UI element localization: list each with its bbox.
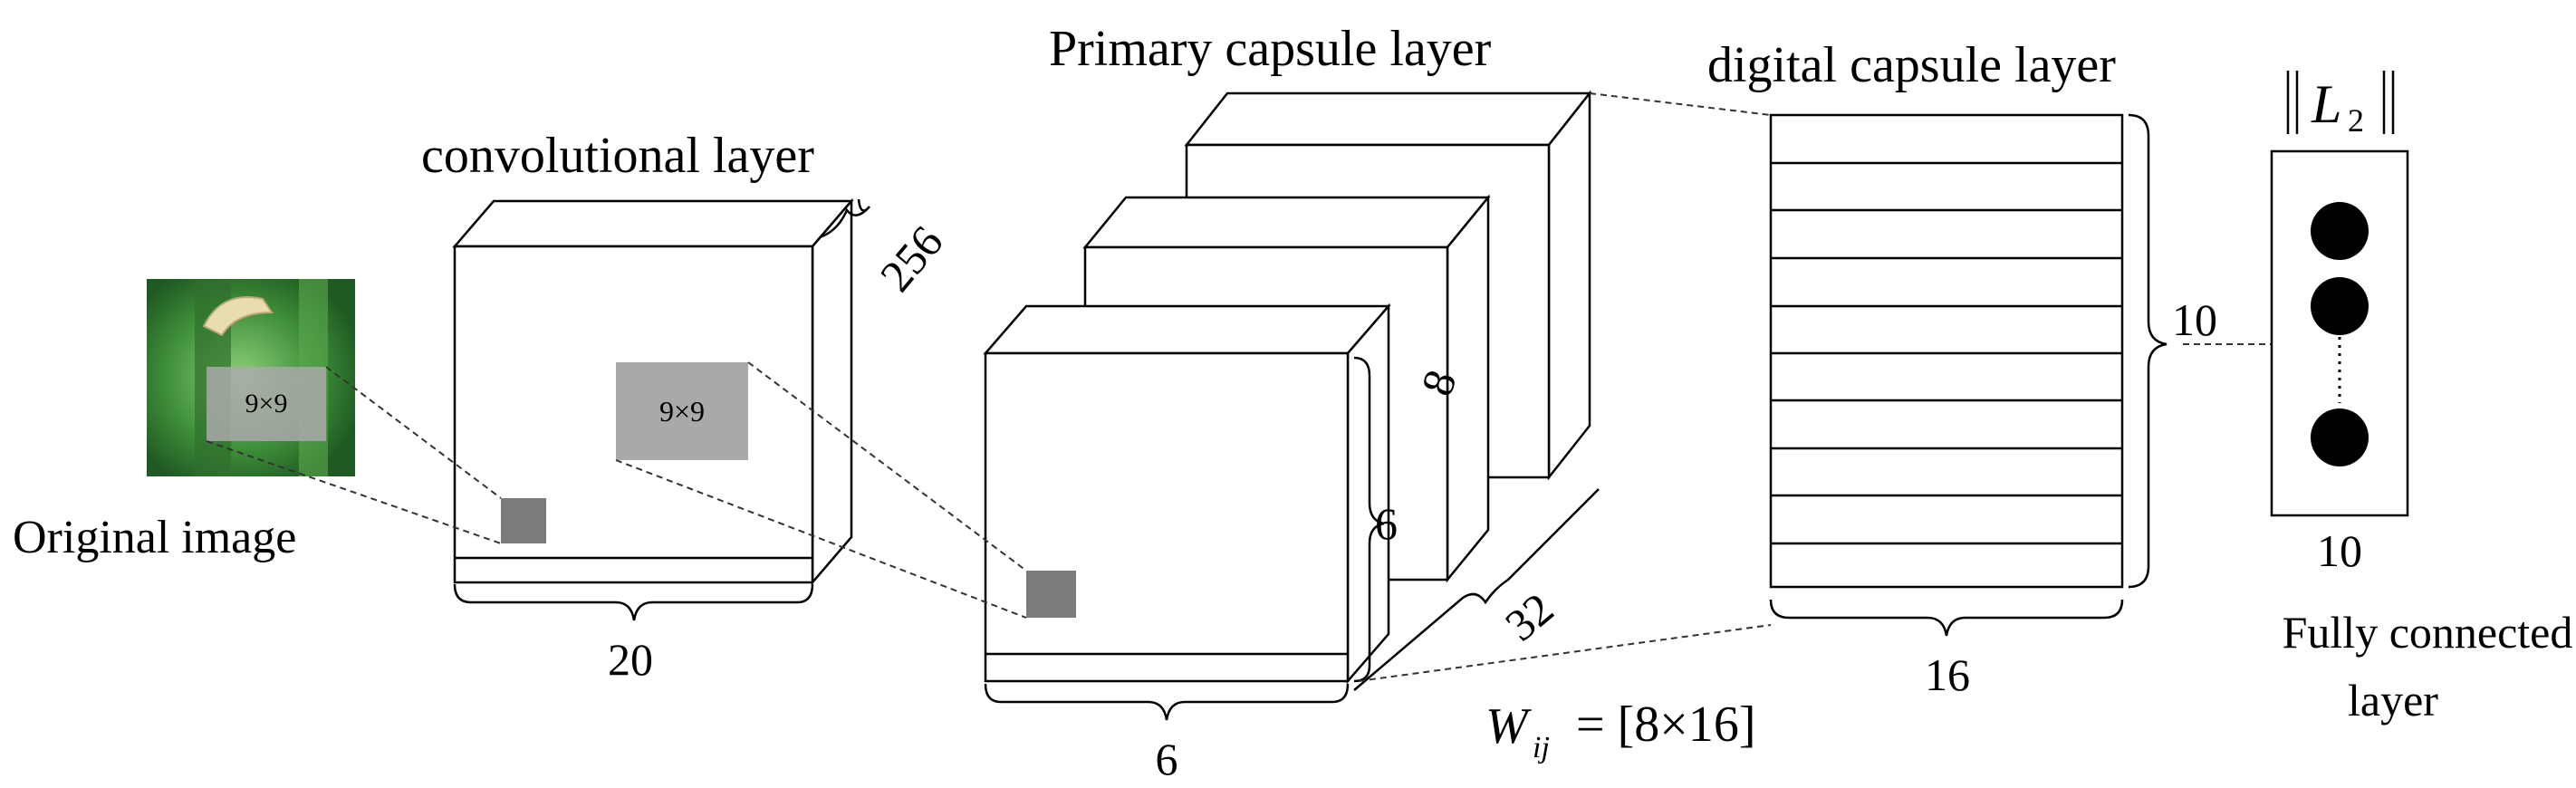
digital-width-brace (1769, 599, 2124, 637)
digital-rows-brace (2128, 113, 2167, 589)
digital-capsule-layer-label: digital capsule layer (1707, 37, 2116, 93)
digital-rows-label: 10 (2172, 294, 2217, 345)
norm-subscript: 2 (2348, 102, 2364, 139)
conv-width-brace (453, 583, 814, 621)
conv-depth-label: 256 (870, 216, 953, 301)
digital-capsule-block (1769, 113, 2124, 589)
weight-symbol: W (1485, 698, 1532, 754)
fc-count-label: 10 (2317, 525, 2362, 576)
conv-kernel-label: 9×9 (659, 395, 705, 428)
connector-primary-to-digital-2 (1358, 624, 1772, 682)
conv-depth-brace (819, 198, 870, 239)
connector-image-to-conv-2 (206, 440, 502, 544)
conv-output-square (501, 498, 546, 543)
fc-neuron-1 (2311, 202, 2369, 260)
image-kernel-label: 9×9 (245, 389, 288, 418)
primary-height-label: 6 (1375, 498, 1398, 549)
norm-symbol (2286, 71, 2395, 134)
connector-image-to-conv-1 (325, 366, 502, 499)
primary-output-square (1026, 571, 1076, 618)
norm-letter: L (2311, 74, 2341, 134)
conv-kernel-box (616, 362, 748, 460)
fully-connected-label-line2: layer (2348, 675, 2438, 726)
connector-primary-to-digital-1 (1589, 92, 1772, 116)
primary-width-brace (984, 683, 1350, 721)
primary-capsule-block-front (983, 303, 1391, 685)
primary-width-label: 6 (1156, 734, 1178, 784)
conv-width-label: 20 (608, 634, 653, 685)
weight-value: = [8×16] (1576, 697, 1755, 753)
fully-connected-label-line1: Fully connected (2283, 607, 2573, 658)
primary-count-label: 32 (1495, 582, 1562, 650)
primary-height-brace (1353, 356, 1385, 683)
fc-neuron-3 (2311, 408, 2369, 466)
connector-conv-to-primary-1 (747, 361, 1027, 572)
primary-count-brace (1353, 488, 1600, 691)
connector-conv-to-primary-2 (615, 459, 1027, 619)
digital-width-label: 16 (1925, 649, 1970, 700)
weight-subscript: ij (1533, 731, 1550, 764)
image-kernel-box (207, 367, 326, 441)
primary-capsule-layer-label: Primary capsule layer (1049, 21, 1492, 77)
convolutional-layer-label: convolutional layer (421, 128, 814, 184)
original-image-label: Original image (13, 512, 296, 563)
fc-neuron-2 (2311, 277, 2369, 335)
